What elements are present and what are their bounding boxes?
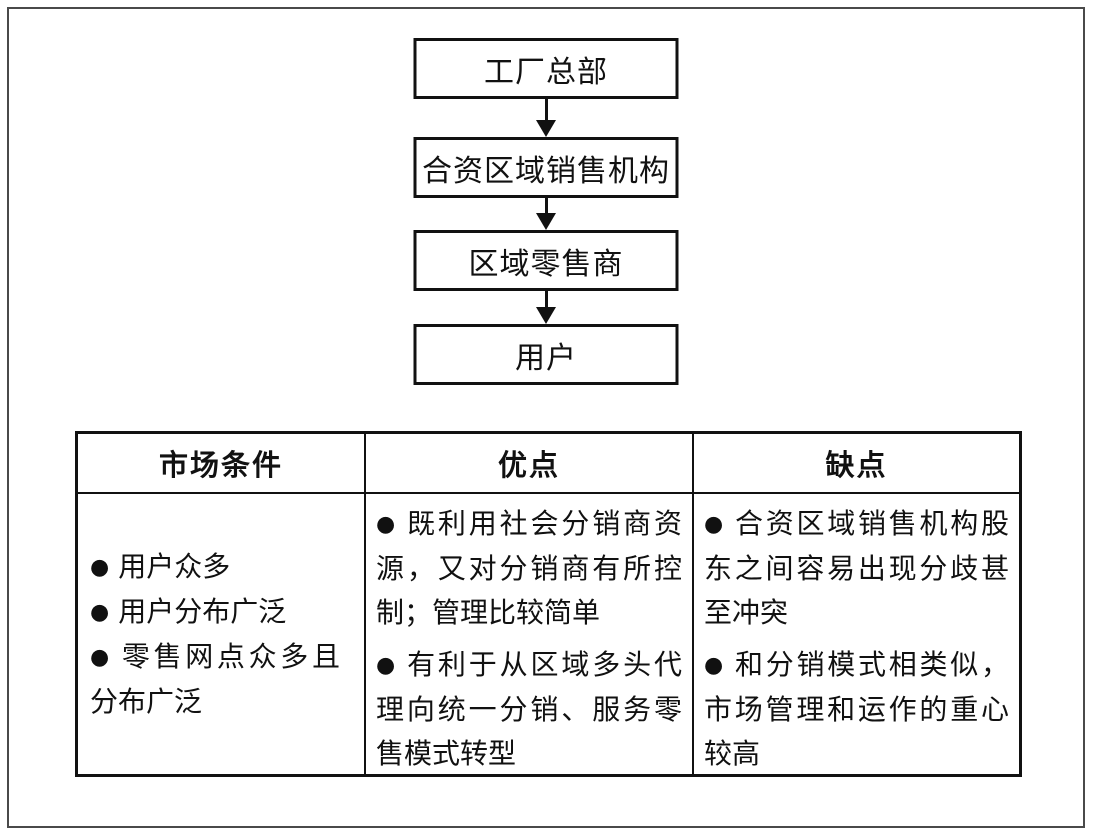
list-item-text: 合资区域销售机构股东之间容易出现分歧甚至冲突	[704, 507, 1009, 629]
table-header-market-conditions: 市场条件	[158, 448, 283, 482]
flowchart-node-regional-retailer: 区域零售商	[413, 230, 679, 291]
table-header-row: 市场条件 优点 缺点	[78, 434, 1019, 494]
arrow-down-icon	[536, 99, 556, 137]
outer-frame: 工厂总部 合资区域销售机构 区域零售商 用户 市场条件 优点 缺点 ● 用户众多	[7, 7, 1085, 828]
cell-disadvantages: ●合资区域销售机构股东之间容易出现分歧甚至冲突 ●和分销模式相类似，市场管理和运…	[694, 494, 1019, 774]
list-item: ●有利于从区域多头代理向统一分销、服务零售模式转型	[376, 643, 682, 774]
list-item-text: 和分销模式相类似，市场管理和运作的重心较高	[704, 648, 1009, 770]
bullet-icon: ●	[376, 653, 396, 678]
table-body-row: ●用户众多 ●用户分布广泛 ●零售网点众多且分布广泛 ●既利用社会分销商资源，又…	[78, 494, 1019, 774]
list-item: ●零售网点众多且分布广泛	[90, 635, 340, 724]
list-item-text: 既利用社会分销商资源，又对分销商有所控制；管理比较简单	[376, 507, 682, 629]
cell-advantages: ●既利用社会分销商资源，又对分销商有所控制；管理比较简单 ●有利于从区域多头代理…	[364, 494, 694, 774]
arrow-shaft	[544, 99, 548, 120]
arrow-head	[536, 307, 556, 324]
cell-market-conditions: ●用户众多 ●用户分布广泛 ●零售网点众多且分布广泛	[78, 494, 364, 774]
list-item: ●合资区域销售机构股东之间容易出现分歧甚至冲突	[704, 502, 1009, 635]
list-item: ●和分销模式相类似，市场管理和运作的重心较高	[704, 643, 1009, 774]
list-item-text: 零售网点众多且分布广泛	[90, 639, 340, 718]
flowchart-node-jv-regional-sales-org: 合资区域销售机构	[413, 137, 679, 198]
bullet-icon: ●	[704, 653, 724, 678]
bullet-icon: ●	[90, 599, 110, 625]
bullet-icon: ●	[704, 512, 724, 537]
bullet-icon: ●	[90, 644, 110, 670]
flowchart-node-label: 区域零售商	[468, 246, 624, 282]
arrow-head	[536, 213, 556, 230]
list-item: ● 用户众多	[90, 545, 340, 590]
flowchart-node-label: 合资区域销售机构	[422, 153, 670, 189]
arrow-head	[536, 120, 556, 137]
comparison-table: 市场条件 优点 缺点 ●用户众多 ●用户分布广泛 ●零售网点众多且分布广泛 ●既…	[75, 431, 1022, 777]
list-item-text: 用户分布广泛	[118, 594, 287, 628]
arrow-shaft	[544, 291, 548, 307]
list-item: ● 用户分布广泛	[90, 590, 340, 635]
arrow-shaft	[544, 198, 548, 213]
arrow-down-icon	[536, 198, 556, 230]
list-item-text: 用户众多	[118, 549, 231, 583]
flowchart-node-label: 用户	[515, 340, 577, 376]
bullet-icon: ●	[376, 512, 396, 537]
flowchart-node-user: 用户	[413, 324, 679, 385]
arrow-down-icon	[536, 291, 556, 324]
bullet-icon: ●	[90, 554, 110, 580]
list-item-text: 有利于从区域多头代理向统一分销、服务零售模式转型	[376, 648, 682, 770]
flowchart-node-factory-hq: 工厂总部	[413, 38, 679, 99]
flowchart-node-label: 工厂总部	[484, 54, 608, 90]
table-header-disadvantages: 缺点	[825, 448, 888, 482]
list-item: ●既利用社会分销商资源，又对分销商有所控制；管理比较简单	[376, 502, 682, 635]
table-header-advantages: 优点	[364, 434, 694, 492]
